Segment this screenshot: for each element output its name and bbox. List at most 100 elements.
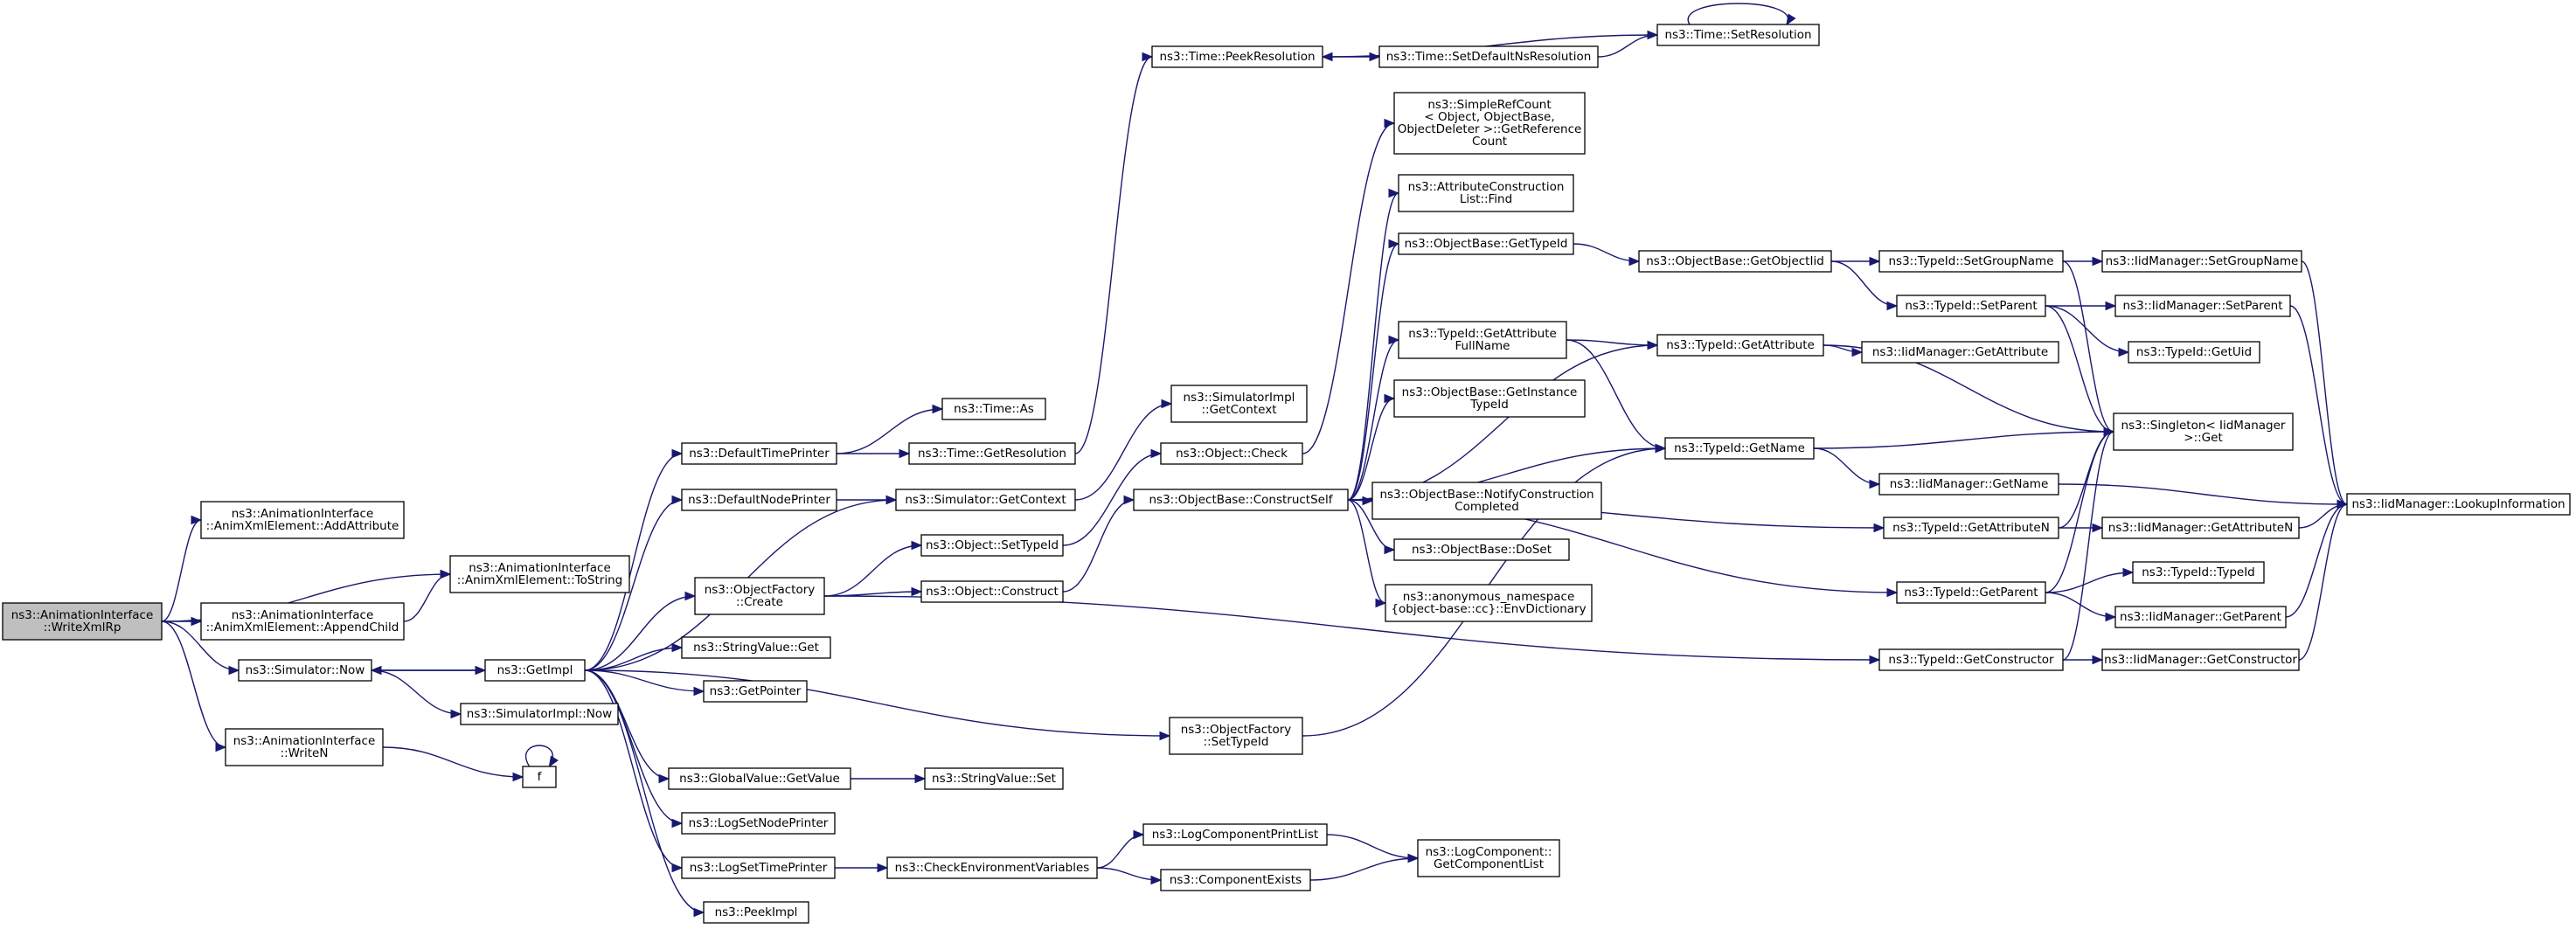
arrow-head: [1123, 495, 1135, 505]
node-logcompgetlist[interactable]: ns3::LogComponent::GetComponentList: [1417, 839, 1560, 877]
arrow-head: [658, 773, 670, 784]
node-iidgetctor[interactable]: ns3::IidManager::GetConstructor: [2101, 648, 2300, 671]
edge-tidgetattrfull-to-tidgetattr: [1566, 339, 1659, 350]
edge-tidsetparent-to-tidgetuid: [2045, 305, 2130, 357]
node-constructself[interactable]: ns3::ObjectBase::ConstructSelf: [1133, 489, 1349, 511]
node-tidtypeid[interactable]: ns3::TypeId::TypeId: [2132, 561, 2265, 584]
node-strvalget[interactable]: ns3::StringValue::Get: [681, 636, 831, 659]
node-objsettypeid[interactable]: ns3::Object::SetTypeId: [920, 534, 1064, 557]
node-tostring[interactable]: ns3::AnimationInterface::AnimXmlElement:…: [449, 555, 630, 593]
node-appendchild[interactable]: ns3::AnimationInterface::AnimXmlElement:…: [200, 602, 405, 641]
node-iidsetgroup[interactable]: ns3::IidManager::SetGroupName: [2101, 250, 2302, 273]
node-peekimpl[interactable]: ns3::PeekImpl: [703, 901, 809, 924]
node-box: [1398, 321, 1567, 359]
node-simgetctx[interactable]: ns3::Simulator::GetContext: [895, 489, 1076, 511]
node-label: ns3::IidManager::SetGroupName: [2106, 254, 2299, 268]
node-obnotify[interactable]: ns3::ObjectBase::NotifyConstructionCompl…: [1371, 482, 1602, 520]
edge-checkenv-to-compexists: [1096, 867, 1163, 885]
node-label: f: [538, 770, 543, 784]
node-iidsetparent[interactable]: ns3::IidManager::SetParent: [2114, 295, 2291, 317]
node-tidgetattr[interactable]: ns3::TypeId::GetAttribute: [1656, 334, 1824, 357]
node-addattr[interactable]: ns3::AnimationInterface::AnimXmlElement:…: [200, 501, 405, 539]
arrow-head: [1388, 335, 1400, 345]
node-setdefaultns[interactable]: ns3::Time::SetDefaultNsResolution: [1378, 45, 1599, 68]
node-writen[interactable]: ns3::AnimationInterface::WriteN: [225, 728, 384, 766]
node-simnow[interactable]: ns3::Simulator::Now: [238, 659, 372, 682]
node-box: [681, 442, 837, 465]
node-objcheck[interactable]: ns3::Object::Check: [1160, 442, 1303, 465]
node-obgettypeid[interactable]: ns3::ObjectBase::GetTypeId: [1398, 232, 1574, 255]
node-iidgetparent[interactable]: ns3::IidManager::GetParent: [2114, 606, 2287, 628]
node-logcompprint[interactable]: ns3::LogComponentPrintList: [1142, 823, 1328, 846]
node-checkenv[interactable]: ns3::CheckEnvironmentVariables: [886, 856, 1098, 879]
node-box: [2132, 561, 2265, 584]
node-f[interactable]: f: [522, 766, 557, 788]
node-logsettime[interactable]: ns3::LogSetTimePrinter: [681, 856, 836, 879]
edge-getimpl-to-strvalget: [584, 642, 684, 671]
node-tidsetparent[interactable]: ns3::TypeId::SetParent: [1896, 295, 2046, 317]
node-compexists[interactable]: ns3::ComponentExists: [1160, 869, 1311, 891]
node-objconstruct[interactable]: ns3::Object::Construct: [920, 580, 1064, 603]
node-iidgetattr[interactable]: ns3::IidManager::GetAttribute: [1861, 341, 2059, 364]
edge-line: [2062, 431, 2114, 661]
node-tidgetparent[interactable]: ns3::TypeId::GetParent: [1896, 581, 2046, 604]
node-label: ::GetContext: [1201, 403, 1276, 417]
node-implgetctx[interactable]: ns3::SimulatorImpl::GetContext: [1170, 385, 1308, 423]
node-tidgetname[interactable]: ns3::TypeId::GetName: [1664, 437, 1815, 460]
node-obdoset[interactable]: ns3::ObjectBase::DoSet: [1393, 538, 1570, 561]
arrow-head: [2105, 301, 2117, 311]
node-obgetobjectiid[interactable]: ns3::ObjectBase::GetObjectIid: [1638, 250, 1832, 273]
node-defnodeprinter[interactable]: ns3::DefaultNodePrinter: [681, 489, 837, 511]
node-objfactcreate[interactable]: ns3::ObjectFactory::Create: [694, 577, 825, 615]
edge-constructself-to-obgettypeid: [1347, 239, 1400, 501]
node-root[interactable]: ns3::AnimationInterface::WriteXmlRp: [2, 602, 163, 641]
node-box: [1883, 516, 2059, 539]
edge-getimpl-to-objfactsettid: [584, 669, 1171, 741]
node-objfactsettid[interactable]: ns3::ObjectFactory::SetTypeId: [1169, 717, 1303, 755]
node-box: [668, 767, 851, 790]
node-anonenvdict[interactable]: ns3::anonymous_namespace{object-base::cc…: [1385, 584, 1593, 622]
node-label: ns3::AttributeConstruction: [1408, 180, 1565, 194]
node-getimpl[interactable]: ns3::GetImpl: [484, 659, 586, 682]
node-globalgetvalue[interactable]: ns3::GlobalValue::GetValue: [668, 767, 851, 790]
node-getpointer[interactable]: ns3::GetPointer: [703, 680, 808, 703]
node-timeas[interactable]: ns3::Time::As: [941, 398, 1046, 420]
node-deftimeprinter[interactable]: ns3::DefaultTimePrinter: [681, 442, 837, 465]
node-tidsetgroup[interactable]: ns3::TypeId::SetGroupName: [1878, 250, 2064, 273]
node-box: [1393, 92, 1586, 155]
node-tidgetuid[interactable]: ns3::TypeId::GetUid: [2128, 341, 2260, 364]
node-strvalset[interactable]: ns3::StringValue::Set: [924, 767, 1064, 790]
node-label: ns3::GetImpl: [497, 663, 573, 677]
node-timepeekres[interactable]: ns3::Time::PeekResolution: [1151, 45, 1323, 68]
node-label: ns3::ObjectFactory: [1181, 723, 1292, 737]
node-iidlookup[interactable]: ns3::IidManager::LookupInformation: [2346, 493, 2571, 516]
node-box: [1393, 538, 1570, 561]
edge-line: [584, 669, 705, 913]
node-timegetres[interactable]: ns3::Time::GetResolution: [908, 442, 1076, 465]
node-iidgetattrn[interactable]: ns3::IidManager::GetAttributeN: [2101, 516, 2300, 539]
node-timesetres[interactable]: ns3::Time::SetResolution: [1656, 24, 1820, 46]
node-simplerefcount[interactable]: ns3::SimpleRefCount< Object, ObjectBase,…: [1393, 92, 1586, 155]
node-box: [1664, 437, 1815, 460]
edge-writen-to-f: [382, 746, 524, 782]
node-iidgetname[interactable]: ns3::IidManager::GetName: [1878, 473, 2059, 496]
arrow-head: [693, 686, 705, 697]
arrow-head: [1384, 393, 1396, 404]
node-box: [460, 703, 619, 725]
node-implnow[interactable]: ns3::SimulatorImpl::Now: [460, 703, 619, 725]
node-singleton[interactable]: ns3::Singleton< IidManager >::Get: [2113, 413, 2294, 451]
arrow-head: [1647, 340, 1659, 350]
edge-tidsetgroup-to-iidsetgroup: [2063, 256, 2104, 267]
node-tidgetctor[interactable]: ns3::TypeId::GetConstructor: [1878, 648, 2064, 671]
arrow-head: [1886, 301, 1899, 311]
edge-timesetres-to-timesetres: [1687, 3, 1796, 26]
node-logsetnode[interactable]: ns3::LogSetNodePrinter: [681, 812, 836, 835]
edge-line: [584, 647, 683, 671]
node-label: ns3::SimulatorImpl::Now: [467, 707, 612, 721]
node-tidgetattrn[interactable]: ns3::TypeId::GetAttributeN: [1883, 516, 2059, 539]
edge-objfactcreate-to-tidgetctor: [823, 595, 1881, 665]
